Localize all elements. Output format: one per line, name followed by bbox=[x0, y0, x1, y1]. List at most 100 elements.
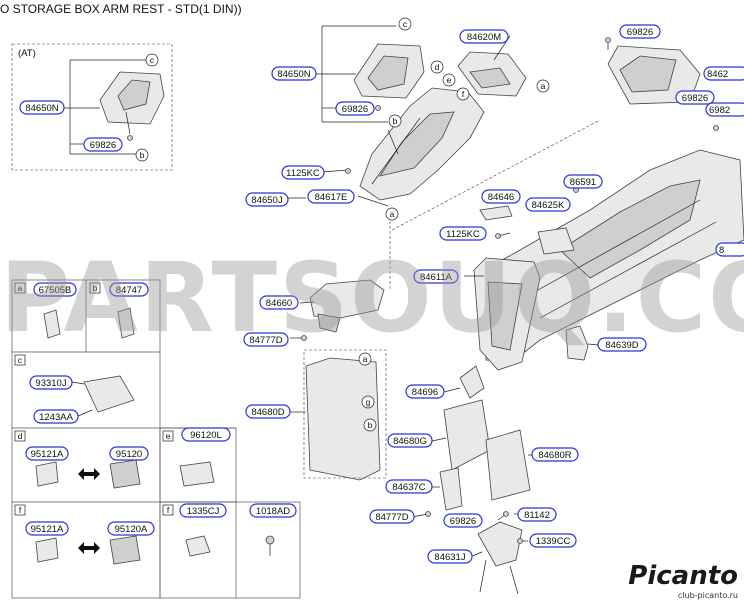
cell-f: f 95121A 95120A bbox=[14, 504, 155, 565]
label-84637C[interactable]: 84637C bbox=[385, 479, 433, 494]
tray-insert-illustration bbox=[537, 227, 575, 255]
label-69826-at[interactable]: 69826 bbox=[83, 137, 123, 152]
svg-text:d: d bbox=[18, 431, 23, 441]
svg-text:84777D: 84777D bbox=[375, 512, 408, 523]
svg-text:84617E: 84617E bbox=[315, 192, 348, 203]
label-84650N[interactable]: 84650N bbox=[271, 66, 317, 81]
label-84680G[interactable]: 84680G bbox=[387, 433, 433, 448]
svg-text:d: d bbox=[435, 62, 440, 72]
label-84680R[interactable]: 84680R bbox=[531, 447, 579, 462]
svg-text:84680D: 84680D bbox=[251, 407, 284, 418]
label-8-cut[interactable]: 8 bbox=[715, 242, 744, 257]
callout-b-side: b bbox=[363, 418, 377, 432]
switch-bracket-illustration bbox=[457, 51, 527, 97]
svg-text:69826: 69826 bbox=[342, 104, 368, 115]
clip-illustration bbox=[565, 325, 589, 361]
svg-text:69826: 69826 bbox=[682, 93, 708, 104]
callout-a-mid: a bbox=[385, 207, 399, 221]
label-69826-top[interactable]: 69826 bbox=[335, 101, 375, 116]
callout-c-main: c bbox=[398, 17, 412, 31]
svg-text:69826: 69826 bbox=[90, 140, 116, 151]
svg-text:f: f bbox=[167, 505, 170, 515]
label-1339CC[interactable]: 1339CC bbox=[529, 533, 577, 548]
svg-text:a: a bbox=[363, 354, 368, 364]
label-8462-cut[interactable]: 8462 bbox=[703, 66, 744, 81]
label-84611A[interactable]: 84611A bbox=[413, 269, 459, 284]
svg-text:1335CJ: 1335CJ bbox=[187, 506, 220, 517]
inner-panel-illustration bbox=[443, 399, 491, 471]
label-1243AA[interactable] bbox=[33, 409, 79, 424]
svg-text:g: g bbox=[366, 397, 371, 407]
label-67505B[interactable] bbox=[33, 282, 77, 297]
svg-text:84747: 84747 bbox=[116, 285, 142, 296]
svg-text:8462: 8462 bbox=[707, 69, 728, 80]
label-84777D-a[interactable]: 84777D bbox=[243, 332, 289, 347]
label-84646[interactable]: 84646 bbox=[481, 189, 521, 204]
cap-illustration bbox=[459, 365, 485, 399]
label-69826-right[interactable]: 69826 bbox=[619, 24, 661, 39]
label-95121A-f[interactable] bbox=[25, 521, 69, 536]
svg-text:c: c bbox=[403, 19, 408, 29]
callout-d: d bbox=[430, 60, 444, 74]
svg-text:84680R: 84680R bbox=[538, 450, 571, 461]
svg-text:6982: 6982 bbox=[709, 105, 730, 116]
label-95121A[interactable] bbox=[25, 446, 69, 461]
rear-panel-illustration bbox=[485, 429, 531, 501]
svg-text:95121A: 95121A bbox=[31, 449, 64, 460]
callout-b-main: b bbox=[388, 114, 402, 128]
callout-b-at: b bbox=[135, 148, 149, 162]
svg-text:e: e bbox=[447, 75, 452, 85]
svg-text:67505B: 67505B bbox=[39, 285, 72, 296]
svg-text:95120A: 95120A bbox=[115, 524, 148, 535]
label-1125KC-a[interactable]: 1125KC bbox=[281, 165, 325, 180]
label-96120L[interactable] bbox=[181, 427, 231, 442]
label-1125KC-b[interactable]: 1125KC bbox=[439, 226, 487, 241]
svg-text:a: a bbox=[390, 209, 395, 219]
callout-a-top: a bbox=[536, 79, 550, 93]
svg-text:1018AD: 1018AD bbox=[256, 506, 290, 517]
label-84650N-at[interactable]: 84650N bbox=[19, 100, 65, 115]
svg-text:84631J: 84631J bbox=[434, 552, 465, 563]
cell-c: c 93310J 1243AA bbox=[14, 354, 135, 424]
label-81142[interactable]: 81142 bbox=[517, 507, 557, 522]
svg-text:1125KC: 1125KC bbox=[446, 229, 480, 240]
label-84777D-b[interactable]: 84777D bbox=[369, 509, 415, 524]
label-84639D[interactable]: 84639D bbox=[597, 337, 647, 352]
svg-text:69826: 69826 bbox=[627, 27, 653, 38]
front-panel-illustration bbox=[473, 257, 541, 371]
svg-text:95121A: 95121A bbox=[31, 524, 64, 535]
upper-cover-illustration bbox=[353, 43, 425, 99]
label-6982-cut[interactable]: 6982 bbox=[705, 102, 744, 117]
svg-text:f: f bbox=[19, 505, 22, 515]
label-69826-bottom[interactable]: 69826 bbox=[443, 513, 483, 528]
svg-text:b: b bbox=[140, 150, 145, 160]
svg-text:84620M: 84620M bbox=[467, 32, 501, 43]
label-84696[interactable]: 84696 bbox=[405, 384, 445, 399]
svg-text:1243AA: 1243AA bbox=[39, 412, 73, 423]
label-84660[interactable]: 84660 bbox=[259, 295, 299, 310]
label-86591[interactable]: 86591 bbox=[563, 174, 603, 189]
label-84680D[interactable]: 84680D bbox=[245, 404, 291, 419]
svg-text:84637C: 84637C bbox=[392, 482, 425, 493]
bracket-c-illustration bbox=[439, 467, 463, 511]
label-95120A[interactable] bbox=[107, 521, 155, 536]
callout-a-side: a bbox=[358, 352, 372, 366]
label-84625K[interactable]: 84625K bbox=[525, 197, 571, 212]
label-93310J[interactable] bbox=[29, 375, 73, 390]
label-95120[interactable] bbox=[109, 446, 149, 461]
svg-text:b: b bbox=[393, 116, 398, 126]
cell-d: d 95121A 95120 bbox=[14, 430, 149, 489]
label-69826-r2[interactable]: 69826 bbox=[675, 90, 715, 105]
label-84747[interactable] bbox=[109, 282, 149, 297]
label-1018AD[interactable] bbox=[249, 503, 297, 518]
label-84617E[interactable]: 84617E bbox=[307, 189, 355, 204]
cell-b: b 84747 bbox=[89, 282, 149, 339]
svg-text:84639D: 84639D bbox=[605, 340, 638, 351]
label-84650J[interactable]: 84650J bbox=[245, 192, 289, 207]
label-1335CJ[interactable] bbox=[179, 503, 227, 518]
label-84620M[interactable]: 84620M bbox=[459, 29, 509, 44]
callout-g-side: g bbox=[361, 395, 375, 409]
label-84631J[interactable]: 84631J bbox=[427, 549, 473, 564]
svg-text:84646: 84646 bbox=[488, 192, 514, 203]
